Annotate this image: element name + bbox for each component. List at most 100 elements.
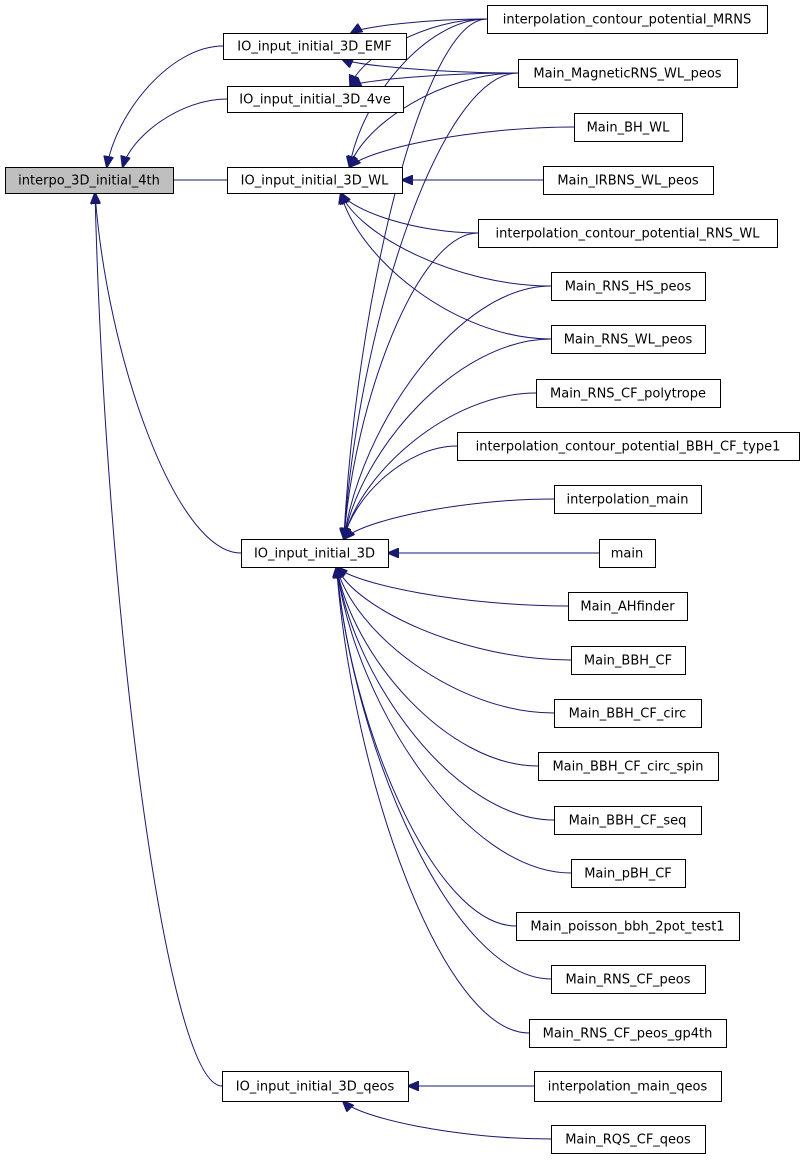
node-label: Main_AHfinder bbox=[580, 600, 675, 615]
node-box bbox=[568, 592, 688, 621]
node-label: IO_input_initial_3D_qeos bbox=[236, 1080, 395, 1095]
node-label: IO_input_initial_3D_4ve bbox=[239, 93, 391, 108]
node-box bbox=[518, 59, 738, 88]
node-label: Main_BH_WL bbox=[587, 121, 671, 136]
edge-main-rns-cf-polytrope-to-io-input-initial-3d bbox=[344, 392, 537, 539]
node-main-bbh-cf[interactable]: Main_BBH_CF bbox=[571, 646, 686, 675]
node-label: Main_BBH_CF bbox=[584, 654, 672, 669]
node-label: IO_input_initial_3D bbox=[254, 547, 375, 562]
node-io-input-initial-3d-emf[interactable]: IO_input_initial_3D_EMF bbox=[223, 33, 407, 60]
node-box bbox=[554, 806, 702, 835]
edge-main-bbh-cf-circ-spin-to-io-input-initial-3d bbox=[337, 567, 539, 767]
node-box bbox=[227, 86, 404, 113]
node-main-magneticrns-wl-peos[interactable]: Main_MagneticRNS_WL_peos bbox=[518, 59, 738, 88]
node-label: IO_input_initial_3D_WL bbox=[241, 174, 389, 189]
node-label: Main_RNS_CF_polytrope bbox=[550, 387, 706, 402]
node-main-rqs-cf-qeos[interactable]: Main_RQS_CF_qeos bbox=[551, 1125, 706, 1154]
node-interpolation-contour-potential-mrns[interactable]: interpolation_contour_potential_MRNS bbox=[487, 5, 768, 34]
edge-main-bbh-cf-seq-to-io-input-initial-3d bbox=[337, 567, 555, 821]
edge-main-magneticrns-wl-peos-to-io-input-initial-3d bbox=[344, 72, 519, 539]
node-box bbox=[599, 539, 656, 568]
node-label: Main_pBH_CF bbox=[584, 867, 672, 882]
node-label: Main_BBH_CF_seq bbox=[569, 814, 687, 829]
node-interpolation-contour-potential-rns-wl[interactable]: interpolation_contour_potential_RNS_WL bbox=[478, 219, 778, 248]
node-main[interactable]: main bbox=[599, 539, 656, 568]
node-box bbox=[516, 912, 740, 941]
node-label: Main_MagneticRNS_WL_peos bbox=[533, 67, 721, 82]
node-label: Main_IRBNS_WL_peos bbox=[557, 174, 699, 189]
node-label: interpolation_main_qeos bbox=[548, 1080, 708, 1095]
edge-main-rqs-cf-qeos-to-io-input-initial-3d-qeos bbox=[343, 1101, 552, 1140]
edge-main-poisson-bbh-2pot-test1-to-io-input-initial-3d bbox=[337, 567, 517, 927]
node-label: interpolation_main bbox=[567, 493, 689, 508]
edge-main-bbh-cf-circ-to-io-input-initial-3d bbox=[337, 567, 555, 714]
edge-interpolation-main-to-io-input-initial-3d bbox=[344, 498, 555, 539]
edge-interpolation-contour-potential-mrns-to-io-input-initial-3d-wl bbox=[350, 18, 488, 167]
node-main-bh-wl[interactable]: Main_BH_WL bbox=[574, 113, 683, 142]
node-main-pbh-cf[interactable]: Main_pBH_CF bbox=[571, 859, 686, 888]
node-box bbox=[551, 272, 706, 301]
edge-main-rns-wl-peos-to-io-input-initial-3d-wl bbox=[341, 193, 552, 340]
node-interpolation-main-qeos[interactable]: interpolation_main_qeos bbox=[534, 1071, 722, 1102]
edge-interpolation-contour-potential-rns-wl-to-io-input-initial-3d bbox=[344, 232, 479, 539]
edge-io-input-initial-3d-to-interpo-3d-initial-4th bbox=[95, 193, 242, 554]
edge-main-bbh-cf-to-io-input-initial-3d bbox=[337, 567, 572, 661]
node-box bbox=[227, 167, 403, 194]
nodes-layer: interpo_3D_initial_4thIO_input_initial_3… bbox=[5, 5, 800, 1154]
node-label: Main_RNS_WL_peos bbox=[564, 333, 693, 348]
node-label: Main_BBH_CF_circ_spin bbox=[552, 760, 703, 775]
node-box bbox=[5, 167, 174, 194]
edge-main-magneticrns-wl-peos-to-io-input-initial-3d-4ve bbox=[350, 72, 519, 86]
node-box bbox=[478, 219, 778, 248]
edge-interpolation-contour-potential-mrns-to-io-input-initial-3d-emf bbox=[351, 18, 488, 33]
node-main-bbh-cf-circ[interactable]: Main_BBH_CF_circ bbox=[554, 699, 702, 728]
node-interpolation-contour-potential-bbh-cf-type1[interactable]: interpolation_contour_potential_BBH_CF_t… bbox=[457, 432, 800, 461]
edge-main-rns-cf-peos-to-io-input-initial-3d bbox=[337, 567, 552, 980]
node-main-bbh-cf-circ-spin[interactable]: Main_BBH_CF_circ_spin bbox=[538, 752, 719, 781]
node-main-bbh-cf-seq[interactable]: Main_BBH_CF_seq bbox=[554, 806, 702, 835]
edge-main-ahfinder-to-io-input-initial-3d bbox=[337, 567, 569, 607]
node-main-poisson-bbh-2pot-test1[interactable]: Main_poisson_bbh_2pot_test1 bbox=[516, 912, 740, 941]
node-interpolation-main[interactable]: interpolation_main bbox=[554, 485, 702, 514]
edge-main-rns-hs-peos-to-io-input-initial-3d bbox=[344, 285, 552, 539]
node-main-ahfinder[interactable]: Main_AHfinder bbox=[568, 592, 688, 621]
node-main-rns-cf-peos-gp4th[interactable]: Main_RNS_CF_peos_gp4th bbox=[529, 1019, 727, 1048]
edge-main-bh-wl-to-io-input-initial-3d-wl bbox=[350, 126, 575, 167]
node-label: interpo_3D_initial_4th bbox=[18, 174, 160, 189]
node-label: main bbox=[611, 547, 643, 562]
node-io-input-initial-3d-4ve[interactable]: IO_input_initial_3D_4ve bbox=[227, 86, 404, 113]
node-main-irbns-wl-peos[interactable]: Main_IRBNS_WL_peos bbox=[543, 166, 714, 195]
node-box bbox=[534, 1071, 722, 1102]
node-box bbox=[554, 699, 702, 728]
node-label: Main_poisson_bbh_2pot_test1 bbox=[530, 920, 724, 935]
node-main-rns-cf-polytrope[interactable]: Main_RNS_CF_polytrope bbox=[536, 379, 721, 408]
node-box bbox=[223, 33, 407, 60]
edge-io-input-initial-3d-qeos-to-interpo-3d-initial-4th bbox=[95, 193, 223, 1087]
node-main-rns-wl-peos[interactable]: Main_RNS_WL_peos bbox=[551, 325, 706, 354]
node-box bbox=[538, 752, 719, 781]
node-box bbox=[571, 859, 686, 888]
node-interpo-3d-initial-4th[interactable]: interpo_3D_initial_4th bbox=[5, 167, 174, 194]
edge-main-rns-wl-peos-to-io-input-initial-3d bbox=[344, 338, 552, 539]
node-label: Main_BBH_CF_circ bbox=[569, 707, 687, 722]
edge-io-input-initial-3d-emf-to-interpo-3d-initial-4th bbox=[107, 45, 224, 167]
node-box bbox=[222, 1071, 409, 1102]
node-box bbox=[543, 166, 714, 195]
edge-interpolation-contour-potential-rns-wl-to-io-input-initial-3d-wl bbox=[341, 193, 479, 234]
edge-main-pbh-cf-to-io-input-initial-3d bbox=[337, 567, 572, 874]
node-box bbox=[529, 1019, 727, 1048]
node-io-input-initial-3d-qeos[interactable]: IO_input_initial_3D_qeos bbox=[222, 1071, 409, 1102]
node-io-input-initial-3d[interactable]: IO_input_initial_3D bbox=[241, 539, 389, 568]
node-label: Main_RQS_CF_qeos bbox=[565, 1133, 691, 1148]
edge-main-rns-cf-peos-gp4th-to-io-input-initial-3d bbox=[337, 567, 530, 1034]
node-box bbox=[551, 1125, 706, 1154]
node-label: interpolation_contour_potential_MRNS bbox=[503, 13, 752, 28]
edge-main-magneticrns-wl-peos-to-io-input-initial-3d-wl bbox=[350, 72, 519, 167]
node-label: Main_RNS_CF_peos bbox=[565, 973, 690, 988]
node-box bbox=[457, 432, 800, 461]
node-main-rns-cf-peos[interactable]: Main_RNS_CF_peos bbox=[551, 965, 706, 994]
node-io-input-initial-3d-wl[interactable]: IO_input_initial_3D_WL bbox=[227, 167, 403, 194]
node-main-rns-hs-peos[interactable]: Main_RNS_HS_peos bbox=[551, 272, 706, 301]
edge-main-rns-hs-peos-to-io-input-initial-3d-wl bbox=[341, 193, 552, 287]
